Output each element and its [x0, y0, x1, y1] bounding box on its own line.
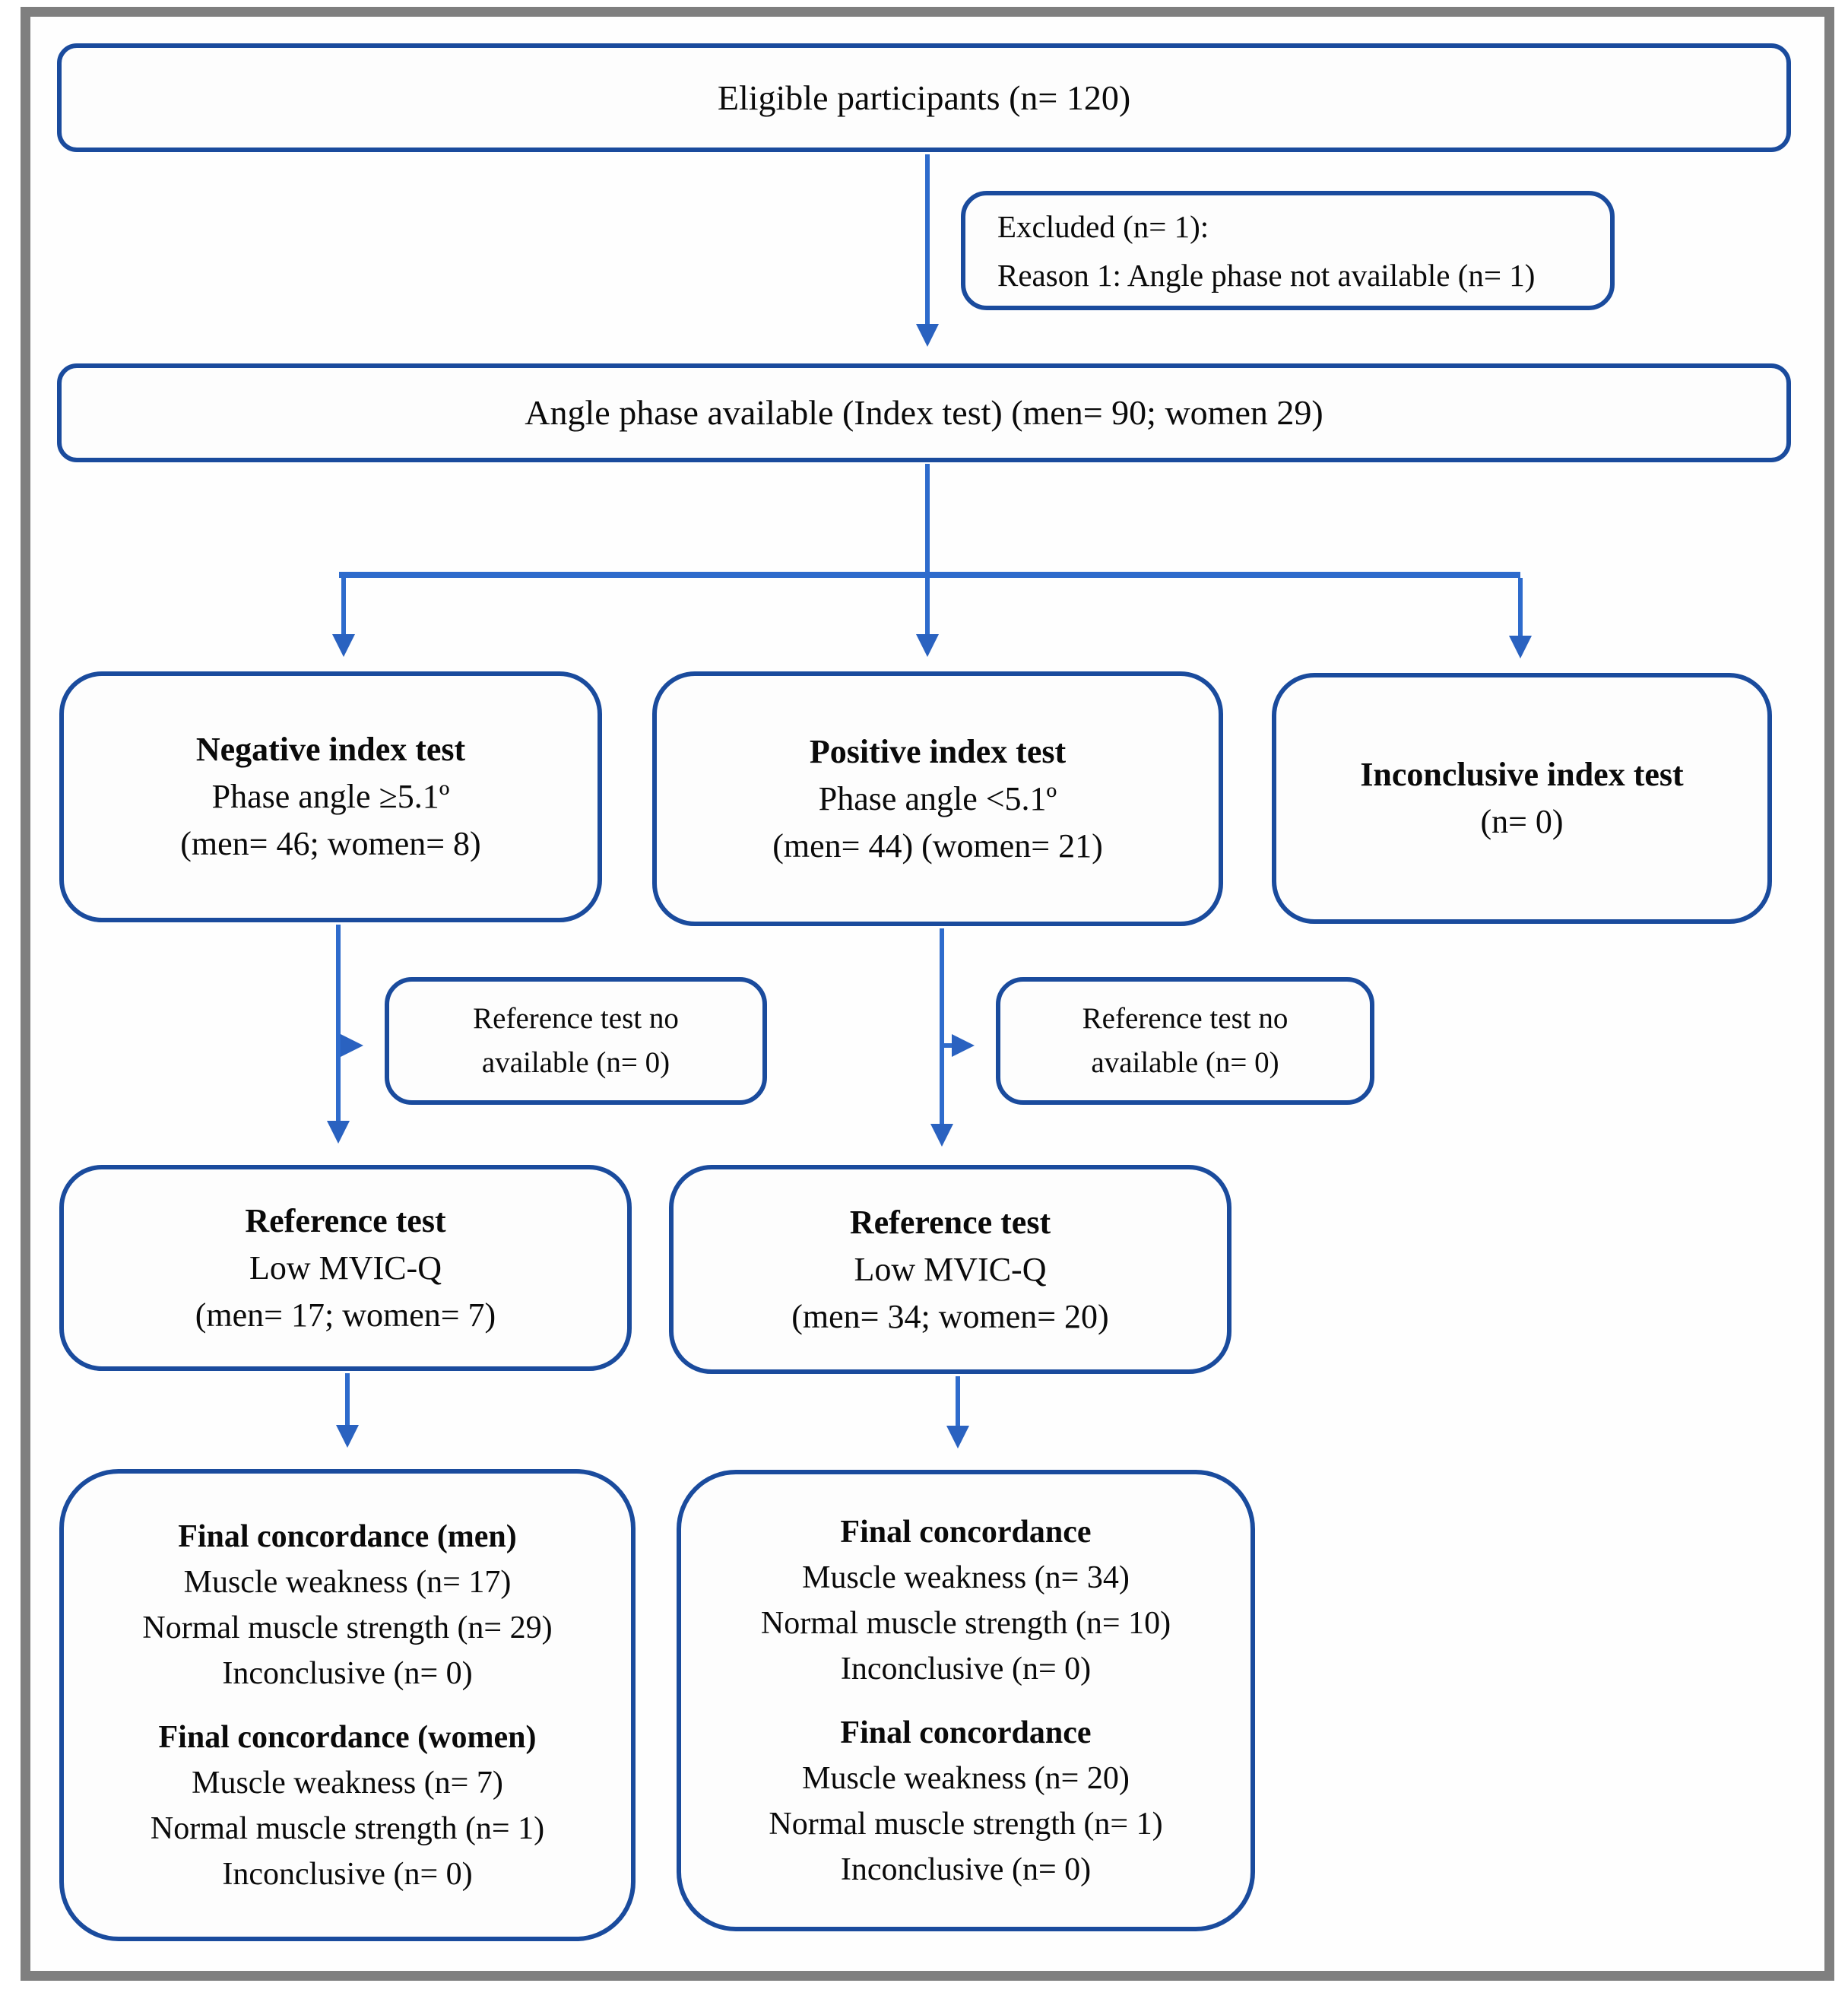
final-left-women-line3: Inconclusive (n= 0)	[222, 1856, 473, 1892]
node-reference-unavailable-right: Reference test no available (n= 0)	[996, 977, 1374, 1105]
final-right-section2-line3: Inconclusive (n= 0)	[840, 1851, 1092, 1887]
excluded-line1: Excluded (n= 1):	[997, 208, 1209, 244]
final-left-women-line2: Normal muscle strength (n= 1)	[150, 1810, 545, 1846]
final-left-men-line3: Inconclusive (n= 0)	[222, 1655, 473, 1691]
reference-unavailable-right-line2: available (n= 0)	[1091, 1046, 1279, 1079]
final-right-section2: Final concordance Muscle weakness (n= 20…	[769, 1710, 1162, 1893]
reference-test-right-line3: (men= 34; women= 20)	[791, 1297, 1109, 1335]
final-left-men-line1: Muscle weakness (n= 17)	[183, 1564, 512, 1600]
final-right-section1-line1: Muscle weakness (n= 34)	[802, 1560, 1130, 1595]
final-right-section1-line3: Inconclusive (n= 0)	[840, 1651, 1092, 1686]
reference-unavailable-left-line2: available (n= 0)	[481, 1046, 670, 1079]
node-excluded: Excluded (n= 1): Reason 1: Angle phase n…	[961, 191, 1615, 310]
reference-test-left-title: Reference test	[245, 1201, 446, 1239]
positive-index-line2: Phase angle <5.1º	[818, 779, 1057, 817]
node-positive-index-test: Positive index test Phase angle <5.1º (m…	[652, 671, 1223, 926]
final-left-men-line2: Normal muscle strength (n= 29)	[142, 1610, 553, 1645]
reference-test-left-line3: (men= 17; women= 7)	[195, 1296, 496, 1334]
final-left-men-title: Final concordance (men)	[178, 1518, 517, 1554]
final-right-section2-title: Final concordance	[840, 1715, 1092, 1750]
node-reference-test-right: Reference test Low MVIC-Q (men= 34; wome…	[669, 1165, 1231, 1374]
node-eligible-participants: Eligible participants (n= 120)	[57, 43, 1791, 152]
reference-test-right-title: Reference test	[849, 1203, 1051, 1241]
final-right-section2-line1: Muscle weakness (n= 20)	[802, 1760, 1130, 1796]
excluded-line2: Reason 1: Angle phase not available (n= …	[997, 257, 1536, 293]
node-reference-unavailable-left: Reference test no available (n= 0)	[385, 977, 767, 1105]
eligible-participants-text: Eligible participants (n= 120)	[717, 78, 1131, 117]
positive-index-title: Positive index test	[809, 732, 1067, 770]
node-inconclusive-index-test: Inconclusive index test (n= 0)	[1272, 673, 1772, 924]
node-angle-phase-available: Angle phase available (Index test) (men=…	[57, 363, 1791, 462]
final-right-section1-line2: Normal muscle strength (n= 10)	[760, 1605, 1171, 1641]
reference-unavailable-right-line1: Reference test no	[1082, 1002, 1289, 1035]
final-left-women-section: Final concordance (women) Muscle weaknes…	[151, 1715, 544, 1897]
final-right-section1-title: Final concordance	[840, 1514, 1092, 1550]
node-negative-index-test: Negative index test Phase angle ≥5.1º (m…	[59, 671, 602, 922]
negative-index-title: Negative index test	[195, 731, 466, 768]
inconclusive-index-title: Inconclusive index test	[1360, 756, 1684, 793]
negative-index-line3: (men= 46; women= 8)	[180, 825, 481, 862]
angle-phase-available-text: Angle phase available (Index test) (men=…	[525, 393, 1323, 432]
reference-test-left-line2: Low MVIC-Q	[249, 1249, 442, 1287]
positive-index-line3: (men= 44) (women= 21)	[772, 827, 1103, 865]
final-left-men-section: Final concordance (men) Muscle weakness …	[142, 1514, 552, 1696]
reference-test-right-line2: Low MVIC-Q	[854, 1250, 1047, 1288]
final-left-women-title: Final concordance (women)	[158, 1719, 537, 1755]
negative-index-line2: Phase angle ≥5.1º	[211, 778, 450, 815]
node-final-concordance-left: Final concordance (men) Muscle weakness …	[59, 1469, 636, 1941]
final-right-section1: Final concordance Muscle weakness (n= 34…	[761, 1509, 1171, 1692]
final-right-section2-line2: Normal muscle strength (n= 1)	[769, 1806, 1163, 1842]
reference-unavailable-left-line1: Reference test no	[473, 1002, 679, 1035]
node-final-concordance-right: Final concordance Muscle weakness (n= 34…	[677, 1470, 1255, 1931]
final-left-women-line1: Muscle weakness (n= 7)	[192, 1765, 503, 1801]
node-reference-test-left: Reference test Low MVIC-Q (men= 17; wome…	[59, 1165, 632, 1371]
inconclusive-index-count: (n= 0)	[1480, 803, 1564, 840]
